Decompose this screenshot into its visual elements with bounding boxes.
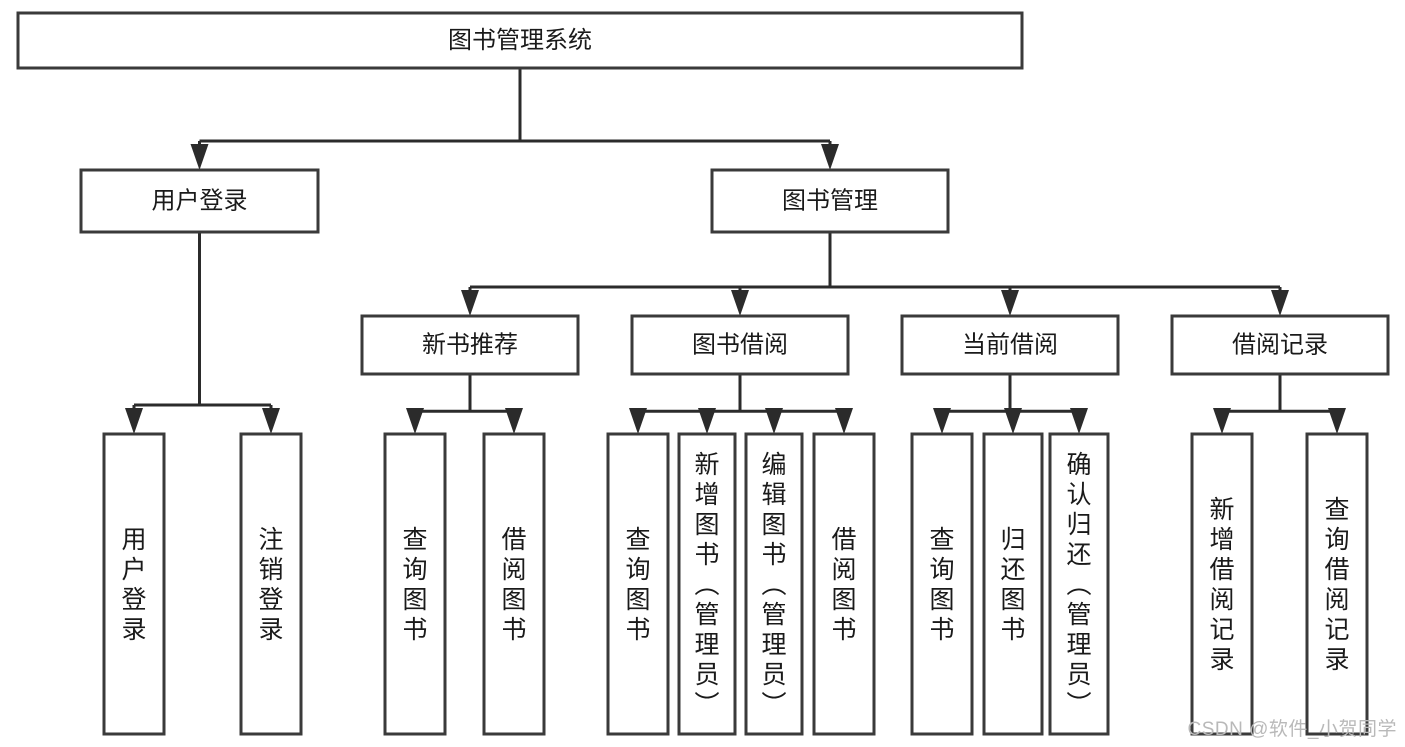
arrow-head-current-borrow-leaf-confirm-return bbox=[1070, 408, 1088, 434]
node-box-leaf-add-book bbox=[677, 432, 737, 736]
node-box-leaf-user-login bbox=[102, 432, 166, 736]
node-box-leaf-return-book bbox=[982, 432, 1044, 736]
node-label-leaf-borrow-book-2: 借阅图书 bbox=[831, 526, 856, 644]
node-label-root: 图书管理系统 bbox=[448, 27, 592, 54]
node-leaf-borrow-book-2[interactable]: 借阅图书 bbox=[812, 432, 876, 736]
node-book-manage[interactable]: 图书管理 bbox=[710, 168, 950, 234]
node-label-user-login: 用户登录 bbox=[152, 187, 248, 214]
node-label-leaf-query-book-3: 查询图书 bbox=[929, 526, 954, 644]
node-label-book-borrow: 图书借阅 bbox=[692, 331, 788, 358]
node-box-leaf-query-record bbox=[1305, 432, 1369, 736]
arrow-head-book-manage-borrow-record bbox=[1271, 290, 1289, 316]
node-leaf-return-book[interactable]: 归还图书 bbox=[982, 432, 1044, 736]
arrow-head-new-book-rec-leaf-query-book-1 bbox=[406, 408, 424, 434]
node-leaf-query-book-1[interactable]: 查询图书 bbox=[383, 432, 447, 736]
node-box-borrow-record bbox=[1170, 314, 1390, 376]
node-leaf-query-book-3[interactable]: 查询图书 bbox=[910, 432, 974, 736]
arrow-head-book-borrow-leaf-add-book bbox=[698, 408, 716, 434]
node-label-book-manage: 图书管理 bbox=[782, 187, 878, 214]
node-box-leaf-edit-book bbox=[744, 432, 804, 736]
node-box-leaf-query-book-3 bbox=[910, 432, 974, 736]
node-label-leaf-add-book: 新增图书︵管理员︶ bbox=[694, 451, 719, 719]
node-leaf-edit-book[interactable]: 编辑图书︵管理员︶ bbox=[744, 432, 804, 736]
arrow-head-root-book-manage bbox=[821, 144, 839, 170]
node-label-leaf-logout: 注销登录 bbox=[258, 526, 283, 644]
node-new-book-rec[interactable]: 新书推荐 bbox=[360, 314, 580, 376]
node-label-leaf-add-record: 新增借阅记录 bbox=[1209, 496, 1234, 674]
node-box-leaf-confirm-return bbox=[1048, 432, 1110, 736]
arrow-head-book-manage-book-borrow bbox=[731, 290, 749, 316]
node-leaf-query-book-2[interactable]: 查询图书 bbox=[606, 432, 670, 736]
node-label-leaf-confirm-return: 确认归还︵管理员︶ bbox=[1066, 451, 1091, 719]
node-leaf-add-record[interactable]: 新增借阅记录 bbox=[1190, 432, 1254, 736]
node-box-book-manage bbox=[710, 168, 950, 234]
node-label-leaf-query-record: 查询借阅记录 bbox=[1324, 496, 1349, 674]
node-leaf-query-record[interactable]: 查询借阅记录 bbox=[1305, 432, 1369, 736]
node-label-current-borrow: 当前借阅 bbox=[962, 331, 1058, 358]
node-leaf-borrow-book-1[interactable]: 借阅图书 bbox=[482, 432, 546, 736]
connector-layer bbox=[125, 68, 1346, 434]
node-box-root bbox=[16, 11, 1024, 70]
node-label-leaf-user-login: 用户登录 bbox=[121, 526, 146, 644]
arrow-head-current-borrow-leaf-return-book bbox=[1004, 408, 1022, 434]
arrow-head-book-borrow-leaf-borrow-book-2 bbox=[835, 408, 853, 434]
node-current-borrow[interactable]: 当前借阅 bbox=[900, 314, 1120, 376]
node-box-leaf-add-record bbox=[1190, 432, 1254, 736]
node-box-current-borrow bbox=[900, 314, 1120, 376]
node-layer: 图书管理系统用户登录图书管理新书推荐图书借阅当前借阅借阅记录用户登录注销登录查询… bbox=[16, 11, 1390, 736]
node-leaf-user-login[interactable]: 用户登录 bbox=[102, 432, 166, 736]
node-box-user-login bbox=[79, 168, 320, 234]
arrow-head-borrow-record-leaf-add-record bbox=[1213, 408, 1231, 434]
node-box-leaf-borrow-book-1 bbox=[482, 432, 546, 736]
node-box-book-borrow bbox=[630, 314, 850, 376]
node-box-leaf-query-book-1 bbox=[383, 432, 447, 736]
node-label-new-book-rec: 新书推荐 bbox=[422, 331, 518, 358]
node-label-leaf-edit-book: 编辑图书︵管理员︶ bbox=[761, 451, 786, 719]
csdn-watermark: CSDN @软件_小贺同学 bbox=[1187, 719, 1397, 740]
node-box-leaf-query-book-2 bbox=[606, 432, 670, 736]
node-label-leaf-query-book-1: 查询图书 bbox=[402, 526, 427, 644]
arrow-head-book-manage-new-book-rec bbox=[461, 290, 479, 316]
node-box-leaf-borrow-book-2 bbox=[812, 432, 876, 736]
node-label-leaf-query-book-2: 查询图书 bbox=[625, 526, 650, 644]
node-leaf-logout[interactable]: 注销登录 bbox=[239, 432, 303, 736]
arrow-head-book-borrow-leaf-edit-book bbox=[765, 408, 783, 434]
arrow-head-borrow-record-leaf-query-record bbox=[1328, 408, 1346, 434]
node-box-leaf-logout bbox=[239, 432, 303, 736]
arrow-head-current-borrow-leaf-query-book-3 bbox=[933, 408, 951, 434]
node-leaf-add-book[interactable]: 新增图书︵管理员︶ bbox=[677, 432, 737, 736]
arrow-head-root-user-login bbox=[190, 144, 209, 170]
node-borrow-record[interactable]: 借阅记录 bbox=[1170, 314, 1390, 376]
node-root[interactable]: 图书管理系统 bbox=[16, 11, 1024, 70]
arrow-head-new-book-rec-leaf-borrow-book-1 bbox=[505, 408, 523, 434]
node-label-leaf-return-book: 归还图书 bbox=[1000, 526, 1025, 644]
node-label-leaf-borrow-book-1: 借阅图书 bbox=[501, 526, 526, 644]
arrow-head-book-manage-current-borrow bbox=[1001, 290, 1019, 316]
arrow-head-user-login-leaf-user-login bbox=[125, 408, 143, 434]
node-label-borrow-record: 借阅记录 bbox=[1232, 331, 1328, 358]
node-book-borrow[interactable]: 图书借阅 bbox=[630, 314, 850, 376]
node-user-login[interactable]: 用户登录 bbox=[79, 168, 320, 234]
arrow-head-user-login-leaf-logout bbox=[262, 408, 280, 434]
node-box-new-book-rec bbox=[360, 314, 580, 376]
arrow-head-book-borrow-leaf-query-book-2 bbox=[629, 408, 647, 434]
node-leaf-confirm-return[interactable]: 确认归还︵管理员︶ bbox=[1048, 432, 1110, 736]
